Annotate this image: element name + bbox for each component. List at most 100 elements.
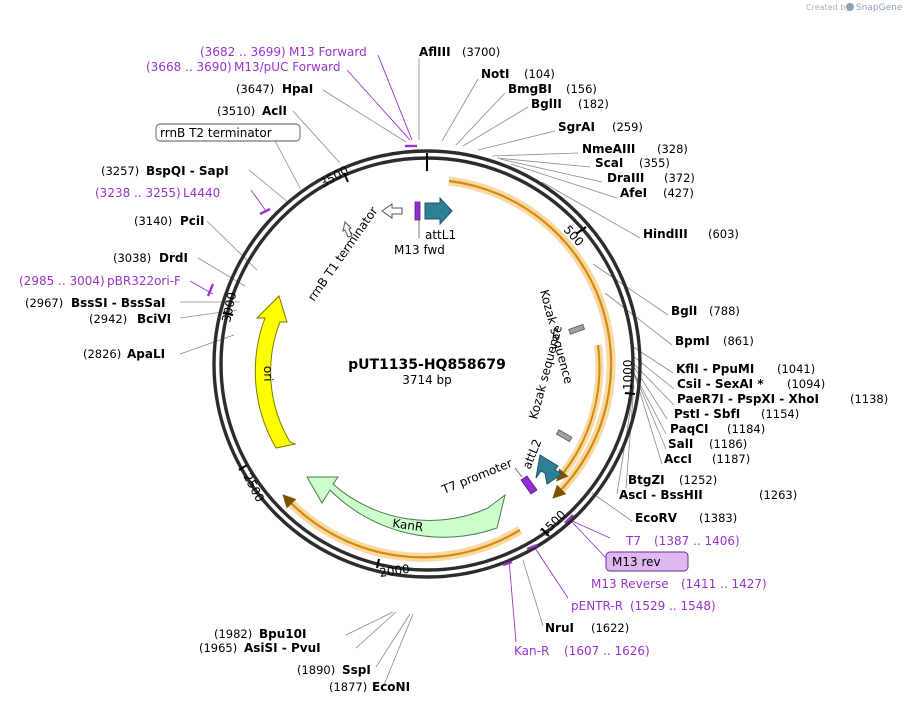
site-position: (3510) bbox=[217, 104, 255, 118]
site-position: (1186) bbox=[709, 437, 747, 451]
primer-range: (1529 .. 1548) bbox=[630, 599, 716, 613]
site-label: BssSI - BssSaI bbox=[71, 296, 166, 310]
t7-promoter-label: T7 promoter bbox=[439, 456, 514, 497]
site-label: DrdI bbox=[159, 251, 188, 265]
orf-arrow-inner bbox=[556, 344, 601, 482]
tick-label: 3500 bbox=[318, 163, 351, 190]
primer-name: pENTR-R bbox=[571, 599, 623, 613]
site-label: PaqCI bbox=[670, 422, 708, 436]
site-label: AsiSI - PvuI bbox=[244, 641, 321, 655]
site-position: (427) bbox=[663, 186, 694, 200]
kozak-marker bbox=[568, 323, 586, 335]
primer-markers bbox=[206, 144, 574, 567]
attl1-label: attL1 bbox=[425, 228, 456, 242]
site-position: (1094) bbox=[787, 377, 825, 391]
site-label: PaeR7I - PspXI - XhoI bbox=[677, 392, 819, 406]
m13fwd-marker bbox=[414, 201, 421, 221]
site-position: (1622) bbox=[591, 621, 629, 635]
site-label: PstI - SbfI bbox=[674, 407, 740, 421]
site-position: (1965) bbox=[199, 641, 237, 655]
rrnb-t2-label-box bbox=[155, 123, 301, 142]
credit-prefix: Created by bbox=[806, 3, 850, 12]
site-position: (3257) bbox=[101, 164, 139, 178]
primer-name: L4440 bbox=[183, 186, 220, 200]
primer-range: (3238 .. 3255) bbox=[95, 186, 181, 200]
site-label: AscI - BssHII bbox=[619, 488, 703, 502]
site-position: (182) bbox=[578, 97, 609, 111]
m13rev-label: M13 rev bbox=[612, 555, 661, 569]
site-label: NruI bbox=[545, 621, 574, 635]
sites-bottom: (1877) EcoNI (1890) SspI (1965) AsiSI - … bbox=[199, 627, 410, 694]
tick-label: 1000 bbox=[621, 359, 635, 390]
site-label: SgrAI bbox=[558, 120, 595, 134]
primer-range: (2985 .. 3004) bbox=[19, 274, 105, 288]
site-position: (2967) bbox=[25, 296, 63, 310]
site-label: SalI bbox=[668, 437, 693, 451]
site-position: (1154) bbox=[761, 407, 799, 421]
primer-name: T7 bbox=[625, 534, 641, 548]
sites-right: AflIII (3700) NotI (104) BmgBI (156) Bgl… bbox=[419, 45, 888, 635]
rrnb-t1-label: rrnB T1 terminator bbox=[305, 204, 381, 304]
site-label: NmeAIII bbox=[582, 142, 635, 156]
site-position: (1184) bbox=[727, 422, 765, 436]
site-label: Bpu10I bbox=[259, 627, 306, 641]
site-label: CsiI - SexAI * bbox=[677, 377, 764, 391]
primer-range: (1607 .. 1626) bbox=[564, 644, 650, 658]
site-label: BglII bbox=[531, 97, 562, 111]
t7-promoter-marker bbox=[520, 475, 538, 495]
primer-name: pBR322ori-F bbox=[107, 274, 181, 288]
site-position: (788) bbox=[709, 304, 740, 318]
site-position: (603) bbox=[708, 227, 739, 241]
site-label: EcoNI bbox=[372, 680, 410, 694]
site-position: (1041) bbox=[777, 362, 815, 376]
site-label: BglI bbox=[671, 304, 697, 318]
leader-lines bbox=[179, 58, 675, 686]
site-label: BciVI bbox=[137, 312, 171, 326]
rrnb-t2-label: rrnB T2 terminator bbox=[160, 126, 272, 140]
site-position: (1138) bbox=[850, 392, 888, 406]
kanr-feature bbox=[306, 476, 506, 538]
primer-range: (1387 .. 1406) bbox=[654, 534, 740, 548]
site-position: (3038) bbox=[113, 251, 151, 265]
site-label: EcoRV bbox=[635, 511, 678, 525]
site-position: (328) bbox=[657, 142, 688, 156]
site-label: AflIII bbox=[419, 45, 451, 59]
site-position: (104) bbox=[524, 67, 555, 81]
primer-range: (3682 .. 3699) bbox=[200, 45, 286, 59]
site-label: HpaI bbox=[282, 82, 313, 96]
site-position: (1383) bbox=[699, 511, 737, 525]
site-label: BpmI bbox=[675, 334, 710, 348]
site-position: (1982) bbox=[214, 627, 252, 641]
site-label: DraIII bbox=[607, 171, 644, 185]
backbone-outer bbox=[212, 149, 642, 579]
rrnb-t1-feature bbox=[342, 221, 353, 238]
m13rev-label-box bbox=[605, 551, 689, 572]
primer-name: M13 Reverse bbox=[591, 577, 669, 591]
attl1-feature bbox=[424, 196, 453, 226]
primer-name: Kan-R bbox=[514, 644, 549, 658]
site-label: AclI bbox=[262, 104, 287, 118]
plasmid-size: 3714 bp bbox=[402, 373, 452, 387]
site-position: (1877) bbox=[329, 680, 367, 694]
site-position: (1252) bbox=[679, 473, 717, 487]
site-label: BtgZI bbox=[628, 473, 665, 487]
site-position: (259) bbox=[612, 120, 643, 134]
site-position: (3700) bbox=[462, 45, 500, 59]
site-position: (1890) bbox=[297, 663, 335, 677]
site-position: (355) bbox=[639, 156, 670, 170]
site-position: (861) bbox=[723, 334, 754, 348]
site-label: BspQI - SapI bbox=[146, 164, 229, 178]
site-position: (2942) bbox=[89, 312, 127, 326]
kozak-marker bbox=[555, 429, 573, 443]
site-label: PciI bbox=[180, 214, 205, 228]
site-label: SspI bbox=[342, 663, 371, 677]
credit-app: SnapGene bbox=[856, 3, 903, 13]
rrnb-t2-feature bbox=[381, 203, 403, 219]
site-label: AccI bbox=[664, 452, 692, 466]
site-position: (2826) bbox=[83, 347, 121, 361]
primer-range: (3668 .. 3690) bbox=[146, 60, 232, 74]
primer-name: M13 Forward bbox=[289, 45, 367, 59]
snapgene-logo-icon bbox=[846, 3, 854, 11]
site-position: (156) bbox=[566, 82, 597, 96]
